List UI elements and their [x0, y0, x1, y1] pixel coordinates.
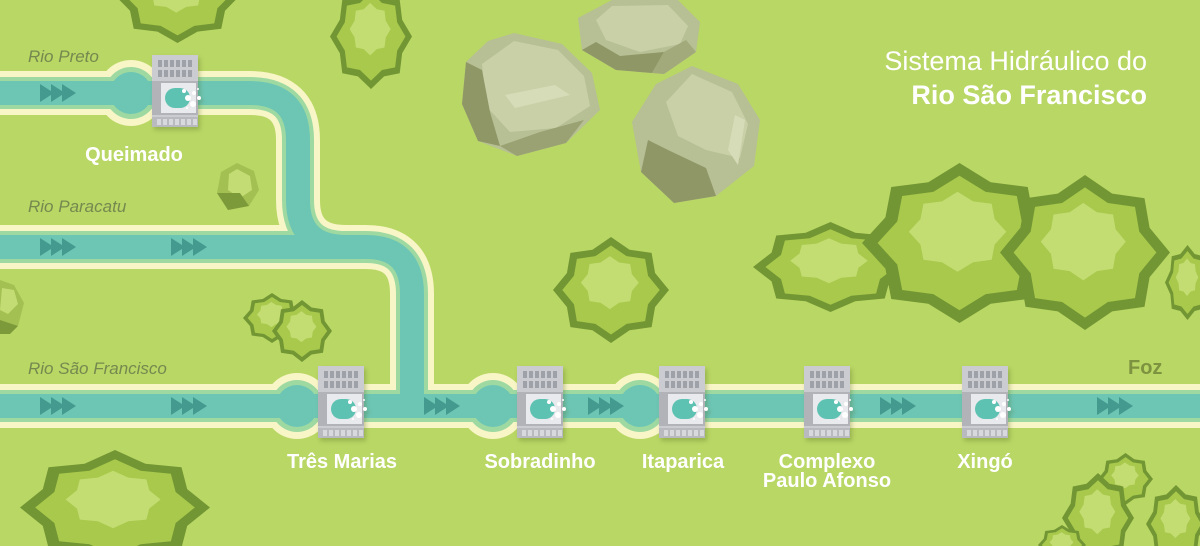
- map-title-line1: Sistema Hidráulico do: [884, 46, 1147, 76]
- reservoir-sobradinho: [472, 385, 514, 427]
- dam-base: [152, 115, 198, 127]
- dam-label-xingo: Xingó: [957, 451, 1013, 473]
- river-label-rio-preto: Rio Preto: [28, 47, 99, 66]
- dam-water: [975, 399, 1000, 419]
- dam-label-queimado: Queimado: [85, 144, 183, 166]
- dam-body: [804, 392, 850, 426]
- dam-base: [962, 426, 1008, 438]
- bush: [20, 450, 210, 546]
- dam-icon-itaparica: [659, 366, 705, 438]
- dam-icon-xingo: [962, 366, 1008, 438]
- reservoir-itaparica: [619, 385, 661, 427]
- dam-windows: [318, 366, 364, 392]
- foz-label: Foz: [1128, 357, 1163, 379]
- dam-label-itaparica: Itaparica: [641, 451, 725, 473]
- water-splash-icon: [550, 406, 556, 412]
- dam-water: [672, 399, 697, 419]
- dam-water: [817, 399, 842, 419]
- dam-windows: [152, 55, 198, 81]
- rock: [462, 33, 600, 156]
- dam-label-complexo-paulo-afonso: Complexo Paulo Afonso: [762, 451, 892, 492]
- dam-icon-complexo-paulo-afonso: [804, 366, 850, 438]
- dam-base: [804, 426, 850, 438]
- dam-base: [659, 426, 705, 438]
- dam-icon-queimado: [152, 55, 198, 127]
- dam-label-sobradinho: Sobradinho: [484, 451, 596, 473]
- dam-water: [165, 88, 190, 108]
- dam-body: [962, 392, 1008, 426]
- rock: [578, 0, 700, 74]
- bush: [1000, 175, 1170, 330]
- bush: [115, 0, 240, 43]
- dam-windows: [962, 366, 1008, 392]
- dam-windows: [659, 366, 705, 392]
- water-splash-icon: [692, 406, 698, 412]
- water-splash-icon: [837, 406, 843, 412]
- river-label-rio-sao-francisco: Rio São Francisco: [28, 359, 167, 378]
- bush: [1165, 245, 1200, 320]
- map-title-line2: Rio São Francisco: [911, 80, 1147, 110]
- rock: [217, 163, 259, 210]
- dam-icon-sobradinho: [517, 366, 563, 438]
- bush: [330, 0, 412, 89]
- dam-body: [152, 81, 198, 115]
- water-splash-icon: [185, 95, 191, 101]
- dam-icon-tres-marias: [318, 366, 364, 438]
- dam-water: [331, 399, 356, 419]
- dam-windows: [804, 366, 850, 392]
- reservoir-queimado: [110, 72, 152, 114]
- dam-label-tres-marias: Três Marias: [286, 451, 398, 473]
- rock: [632, 66, 760, 203]
- dam-body: [659, 392, 705, 426]
- bush: [1146, 485, 1200, 546]
- dam-base: [517, 426, 563, 438]
- river-label-rio-paracatu: Rio Paracatu: [28, 197, 127, 216]
- map-title: Sistema Hidráulico do Rio São Francisco: [884, 44, 1147, 112]
- bush: [553, 237, 669, 343]
- dam-body: [318, 392, 364, 426]
- rock: [0, 280, 24, 334]
- dam-windows: [517, 366, 563, 392]
- dam-body: [517, 392, 563, 426]
- dam-base: [318, 426, 364, 438]
- reservoir-tres-marias: [276, 385, 318, 427]
- water-splash-icon: [995, 406, 1001, 412]
- water-splash-icon: [351, 406, 357, 412]
- rocks: [0, 0, 760, 334]
- reservoir-water-layer: [110, 72, 661, 427]
- dam-water: [530, 399, 555, 419]
